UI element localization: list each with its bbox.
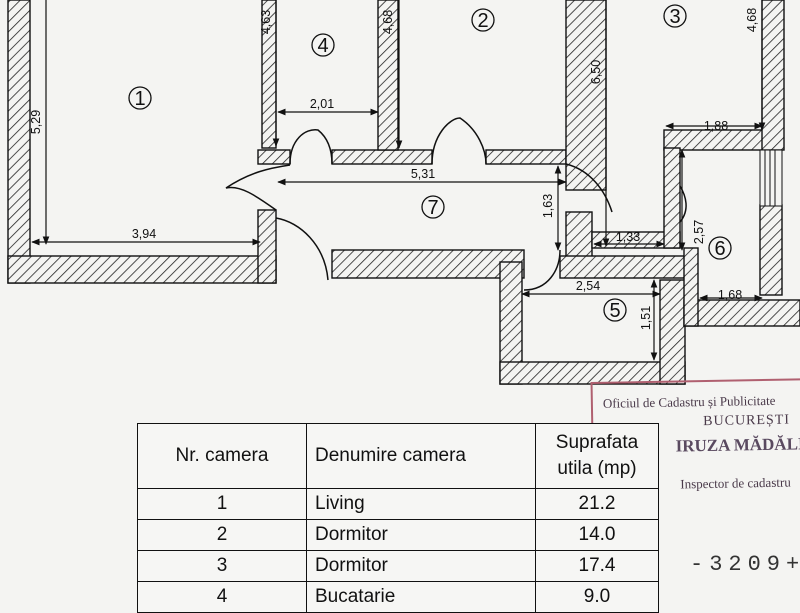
header-nr: Nr. camera (137, 423, 307, 489)
header-area-line1: Suprafata (555, 432, 639, 454)
door-entry-swing (225, 164, 291, 211)
room-number: 6 (714, 238, 725, 260)
cell-nr: 2 (137, 519, 307, 551)
table-header-row: Nr. camera Denumire camera Suprafata uti… (137, 423, 659, 489)
dim-label: 1,63 (541, 194, 555, 218)
table-row: 2 Dormitor 14.0 (137, 519, 659, 551)
cell-name: Bucatarie (306, 581, 536, 613)
wall-bedroom3-right (761, 0, 785, 151)
rooms-table: Nr. camera Denumire camera Suprafata uti… (137, 423, 659, 613)
walls (7, 0, 800, 385)
wall-living-right-lower (257, 209, 277, 284)
table-row: 1 Living 21.2 (137, 488, 659, 520)
header-name: Denumire camera (306, 423, 536, 489)
cell-area: 21.2 (535, 488, 659, 520)
wall-kitchen-bottom-mid (331, 149, 433, 165)
stamp-inspector-name: IRUZA MĂDĂLINA (675, 433, 800, 456)
dim-label: 5,29 (29, 110, 43, 134)
dim-label: 4,68 (745, 8, 759, 32)
dimension-labels: 5,29 4,63 2,01 3,94 4,68 5,31 1,63 6,50 … (29, 8, 759, 330)
header-area-line2: utila (mp) (557, 458, 637, 479)
dim-label: 1,51 (639, 306, 653, 330)
cell-nr: 1 (137, 488, 307, 520)
room-number: 2 (477, 10, 488, 32)
dim-label: 3,94 (132, 227, 156, 241)
door-bedroom2-swing (431, 117, 487, 165)
stamp-number: -3209+ (690, 552, 800, 577)
room-marker-3 (663, 4, 687, 28)
room-marker-5 (603, 298, 627, 322)
room-numbers: 1 4 2 3 7 6 5 (134, 6, 725, 322)
room-marker-7 (421, 195, 445, 219)
room-marker-2 (471, 8, 495, 32)
room-number: 5 (609, 300, 620, 322)
room-markers (128, 4, 732, 322)
room-marker-6 (708, 236, 732, 260)
wall-bedroom3-left (663, 147, 681, 249)
door-kitchen-swing (289, 129, 333, 165)
door-room6-swing (679, 185, 687, 223)
floor-plan: 5,29 4,63 2,01 3,94 4,68 5,31 1,63 6,50 … (7, 0, 800, 385)
cell-nr: 3 (137, 550, 307, 582)
room-number: 3 (669, 6, 680, 28)
room-marker-1 (128, 86, 152, 110)
door-bath5-swing (523, 249, 561, 291)
cell-name: Living (306, 488, 536, 520)
dim-label: 2,01 (310, 97, 334, 111)
cell-area: 17.4 (535, 550, 659, 582)
header-area: Suprafata utila (mp) (535, 423, 659, 489)
wall-living-bottom (7, 255, 277, 284)
dim-label: 1,88 (704, 119, 728, 133)
stairs (759, 149, 783, 207)
wall-kitchen-bottom-left (257, 149, 291, 165)
room-marker-4 (311, 33, 335, 57)
dim-label: 2,57 (692, 220, 706, 244)
cell-area: 9.0 (535, 581, 659, 613)
wall-room6-right (759, 204, 783, 296)
cell-area: 14.0 (535, 519, 659, 551)
dimension-lines (31, 0, 766, 361)
cell-name: Dormitor (306, 550, 536, 582)
room-number: 7 (427, 197, 438, 219)
wall-hall-bottom (331, 249, 525, 279)
door-hall-swing (565, 163, 613, 213)
dim-label: 5,31 (411, 167, 435, 181)
cell-name: Dormitor (306, 519, 536, 551)
cell-nr: 4 (137, 581, 307, 613)
stamp-city: BUCUREȘTI (703, 412, 791, 430)
room-number: 1 (134, 88, 145, 110)
wall-room6-left (683, 247, 699, 327)
wall-bedroom2-bottom (485, 149, 567, 165)
dim-label: 4,68 (381, 10, 395, 34)
wall-bath5-top (559, 255, 689, 279)
dim-label: 4,63 (259, 10, 273, 34)
door-living-swing (275, 217, 329, 281)
dim-label: 6,50 (589, 60, 603, 84)
stamp-office: Oficiul de Cadastru și Publicitate (602, 392, 776, 411)
dim-label: 2,54 (576, 279, 600, 293)
wall-room6-bottom (683, 299, 800, 327)
stamp-inspector-title: Inspector de cadastru (680, 474, 791, 492)
wall-bath5-right (659, 279, 686, 385)
table-row: 3 Dormitor 17.4 (137, 550, 659, 582)
dim-label: 1,68 (718, 288, 742, 302)
wall-kitchen-right (377, 0, 399, 151)
table-row: 4 Bucatarie 9.0 (137, 581, 659, 613)
room-number: 4 (317, 35, 328, 57)
dim-label: 1,33 (616, 230, 640, 244)
wall-left (7, 0, 31, 284)
wall-bedroom2-right (565, 0, 607, 191)
